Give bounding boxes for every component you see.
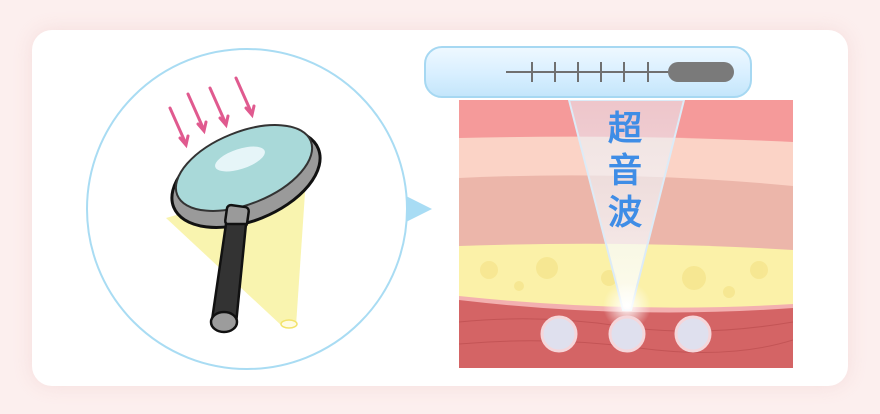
incoming-light-arrows-icon bbox=[168, 76, 256, 149]
pointer-arrow-icon bbox=[406, 196, 432, 222]
skin-cross-section bbox=[459, 100, 793, 368]
magnifying-glass-illustration bbox=[166, 76, 322, 334]
ultrasound-label: 超 音 波 bbox=[603, 108, 647, 234]
label-char-2: 音 bbox=[608, 151, 642, 191]
lens-highlight bbox=[215, 146, 265, 172]
label-char-1: 超 bbox=[608, 109, 642, 149]
label-char-3: 波 bbox=[608, 193, 642, 233]
focal-points bbox=[540, 315, 712, 353]
probe-scale-icon bbox=[506, 62, 734, 82]
focal-point-icon bbox=[280, 319, 298, 329]
ultrasound-probe bbox=[424, 46, 752, 98]
